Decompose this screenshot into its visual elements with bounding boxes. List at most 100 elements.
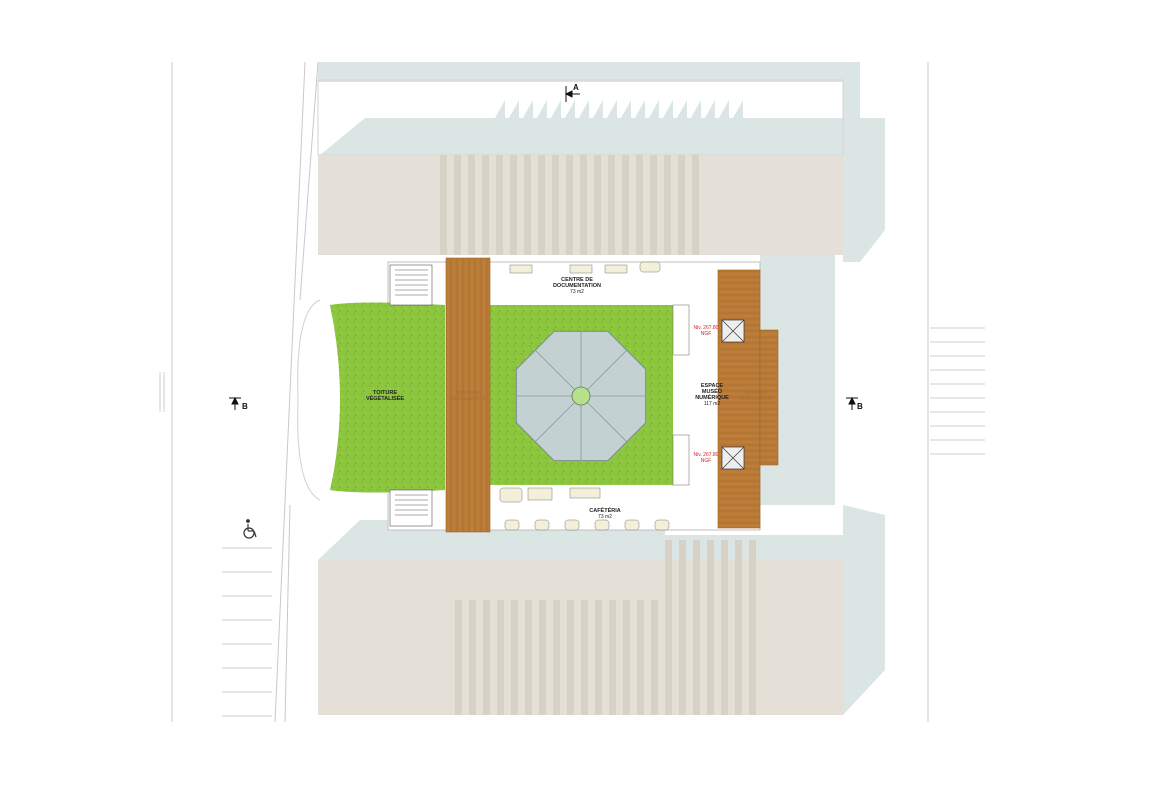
step-stripe (678, 155, 685, 255)
cafeteria-area: 73 m2 (598, 514, 612, 520)
step-stripe (552, 155, 559, 255)
espace-line2: MUSÉO (702, 387, 723, 395)
room-labels: CENTRE DE DOCUMENTATION 73 m2 ESPACE MUS… (366, 277, 729, 520)
step-stripe (636, 155, 643, 255)
step-stripe (525, 600, 532, 715)
step-stripe (567, 600, 574, 715)
step-tooth (495, 100, 505, 118)
level-labels: Niv. 267.80 NGF Niv. 267.80 NGF (694, 325, 719, 464)
terrace-left-line2: EN CAILLEBOTIS (450, 396, 487, 401)
step-stripe (721, 540, 728, 715)
step-tooth (579, 100, 589, 118)
toiture-line1: TOITURE (373, 390, 397, 396)
terrace-right-line2: EN CAILLEBOTIS (738, 396, 775, 401)
step-stripe (749, 540, 756, 715)
bleachers-bottom (318, 535, 843, 715)
roof-edge-left (297, 299, 321, 501)
step-stripe (594, 155, 601, 255)
step-stripe (511, 600, 518, 715)
elevator-icon (721, 319, 745, 470)
level-bottom-line1: Niv. 267.80 (694, 452, 719, 458)
step-tooth (551, 100, 561, 118)
level-top-line2: NGF (701, 331, 712, 337)
deck-left (445, 257, 491, 533)
step-tooth (719, 100, 729, 118)
step-stripe (580, 155, 587, 255)
step-stripes-top (440, 155, 699, 255)
step-stripe (538, 155, 545, 255)
step-stripe (608, 155, 615, 255)
step-tooth (537, 100, 547, 118)
step-stripe (735, 540, 742, 715)
step-tooth (621, 100, 631, 118)
step-stripe (651, 600, 658, 715)
ramp-marks (672, 304, 690, 486)
step-stripe (440, 155, 447, 255)
step-marks-top (495, 100, 743, 118)
step-stripe (581, 600, 588, 715)
terrace-left-line1: TERRASSE (456, 390, 480, 395)
step-stripe (665, 540, 672, 715)
step-stripe (637, 600, 644, 715)
level-bottom-line2: NGF (701, 458, 712, 464)
centre-line2: DOCUMENTATION (553, 283, 601, 289)
stair-icon (389, 264, 433, 527)
step-tooth (607, 100, 617, 118)
step-tooth (649, 100, 659, 118)
step-stripe (469, 600, 476, 715)
cafeteria-name: CAFÉTÉRIA (589, 506, 621, 514)
step-stripe (497, 600, 504, 715)
step-tooth (593, 100, 603, 118)
crosswalk (930, 327, 985, 455)
step-stripe (622, 155, 629, 255)
step-tooth (663, 100, 673, 118)
step-stripe (524, 155, 531, 255)
step-stripe (693, 540, 700, 715)
step-stripe (483, 600, 490, 715)
step-stripe (566, 155, 573, 255)
step-stripe (482, 155, 489, 255)
section-a-label: A (573, 83, 579, 92)
wheelchair-icon (243, 519, 257, 539)
step-stripe (595, 600, 602, 715)
toiture-line2: VÉGÉTALISÉE (366, 394, 404, 402)
step-stripe (454, 155, 461, 255)
terrace-right-line1: TERRASSE (744, 390, 768, 395)
step-tooth (705, 100, 715, 118)
step-tooth (691, 100, 701, 118)
centre-area: 73 m2 (570, 289, 584, 295)
section-arrow-icon (229, 86, 858, 410)
step-stripe (707, 540, 714, 715)
espace-area: 117 m2 (704, 401, 721, 407)
step-stripe (510, 155, 517, 255)
step-stripe (455, 600, 462, 715)
step-tooth (523, 100, 533, 118)
step-tooth (677, 100, 687, 118)
step-stripes-bottom (455, 540, 756, 715)
step-tooth (635, 100, 645, 118)
step-stripe (650, 155, 657, 255)
step-stripe (664, 155, 671, 255)
centre-line1: CENTRE DE (561, 277, 593, 283)
deck-right (717, 269, 779, 529)
section-b-right-label: B (857, 402, 863, 411)
step-stripe (609, 600, 616, 715)
step-tooth (733, 100, 743, 118)
site-lines (171, 61, 929, 723)
parking-lines (159, 372, 272, 717)
step-stripe (553, 600, 560, 715)
terrace-labels: TERRASSE EN CAILLEBOTIS TERRASSE EN CAIL… (450, 390, 775, 401)
section-b-left-label: B (242, 402, 248, 411)
step-stripe (539, 600, 546, 715)
furniture (499, 261, 670, 531)
step-stripe (679, 540, 686, 715)
step-stripe (496, 155, 503, 255)
step-stripe (468, 155, 475, 255)
level-top-line1: Niv. 267.80 (694, 325, 719, 331)
octagon-skylight-icon (515, 330, 647, 462)
green-roof-left (330, 302, 445, 493)
espace-line1: ESPACE (701, 383, 724, 389)
step-stripe (692, 155, 699, 255)
step-tooth (509, 100, 519, 118)
